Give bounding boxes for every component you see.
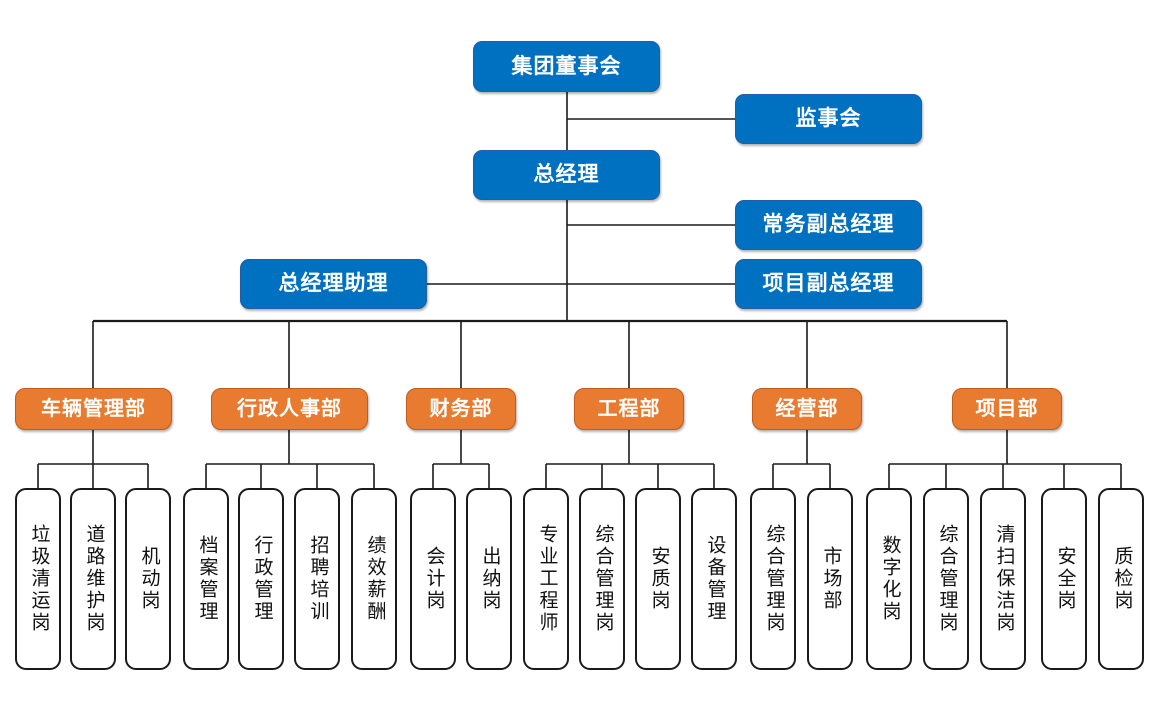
node-position-label: 绩效薪酬 [364,535,386,623]
node-department-admin-hr[interactable]: 行政人事部 [211,388,368,430]
node-department-label: 工程部 [597,398,661,420]
node-position-label: 专业工程师 [536,524,558,634]
node-position-label: 出纳岗 [479,546,501,612]
node-position-label: 道路维护岗 [83,524,105,634]
node-position[interactable]: 道路维护岗 [70,488,116,670]
node-gm-assistant[interactable]: 总经理助理 [240,259,427,309]
node-executive-vice-president[interactable]: 常务副总经理 [735,200,922,250]
node-general-manager[interactable]: 总经理 [473,150,660,200]
node-position-label: 档案管理 [196,535,218,623]
node-position[interactable]: 出纳岗 [466,488,512,670]
node-position-label: 安全岗 [1054,546,1076,612]
node-supervisory-board[interactable]: 监事会 [735,94,922,144]
node-position-label: 机动岗 [138,546,160,612]
node-position[interactable]: 绩效薪酬 [351,488,397,670]
node-position-label: 综合管理岗 [763,524,785,634]
node-position[interactable]: 垃圾清运岗 [15,488,61,670]
node-position[interactable]: 综合管理岗 [923,488,969,670]
node-position-label: 综合管理岗 [592,524,614,634]
node-position-label: 垃圾清运岗 [28,524,50,634]
node-department-label: 行政人事部 [237,398,342,420]
node-position-label: 招聘培训 [307,535,329,623]
node-position[interactable]: 招聘培训 [294,488,340,670]
node-position[interactable]: 市场部 [807,488,853,670]
node-position[interactable]: 机动岗 [125,488,171,670]
node-general-manager-label: 总经理 [533,163,600,187]
node-position-label: 综合管理岗 [936,524,958,634]
node-gm-assistant-label: 总经理助理 [278,272,389,296]
node-department-operations[interactable]: 经营部 [752,388,862,430]
node-position-label: 安质岗 [648,546,670,612]
node-department-label: 经营部 [775,398,839,420]
node-board[interactable]: 集团董事会 [473,41,660,92]
node-position[interactable]: 设备管理 [691,488,737,670]
node-position[interactable]: 安全岗 [1041,488,1087,670]
node-position-label: 质检岗 [1111,546,1133,612]
node-board-label: 集团董事会 [511,54,622,78]
node-department-label: 财务部 [429,398,493,420]
node-position[interactable]: 综合管理岗 [750,488,796,670]
node-position[interactable]: 综合管理岗 [579,488,625,670]
node-supervisory-board-label: 监事会 [795,107,862,131]
node-position[interactable]: 行政管理 [238,488,284,670]
node-department-label: 项目部 [975,398,1039,420]
node-position[interactable]: 安质岗 [635,488,681,670]
node-department-project[interactable]: 项目部 [952,388,1062,430]
node-position-label: 市场部 [820,546,842,612]
node-position-label: 会计岗 [423,546,445,612]
node-department-vehicle-management[interactable]: 车辆管理部 [15,388,172,430]
node-project-vice-president-label: 项目副总经理 [762,272,895,296]
node-position[interactable]: 清扫保洁岗 [980,488,1026,670]
node-department-engineering[interactable]: 工程部 [574,388,684,430]
node-position[interactable]: 会计岗 [410,488,456,670]
node-position-label: 数字化岗 [879,535,901,623]
node-position[interactable]: 档案管理 [183,488,229,670]
node-position-label: 清扫保洁岗 [993,524,1015,634]
node-position[interactable]: 专业工程师 [523,488,569,670]
node-position-label: 行政管理 [251,535,273,623]
node-executive-vice-president-label: 常务副总经理 [762,213,895,237]
node-position[interactable]: 数字化岗 [866,488,912,670]
node-project-vice-president[interactable]: 项目副总经理 [735,259,922,309]
node-department-label: 车辆管理部 [41,398,146,420]
node-department-finance[interactable]: 财务部 [406,388,516,430]
node-position-label: 设备管理 [704,535,726,623]
node-position[interactable]: 质检岗 [1098,488,1144,670]
